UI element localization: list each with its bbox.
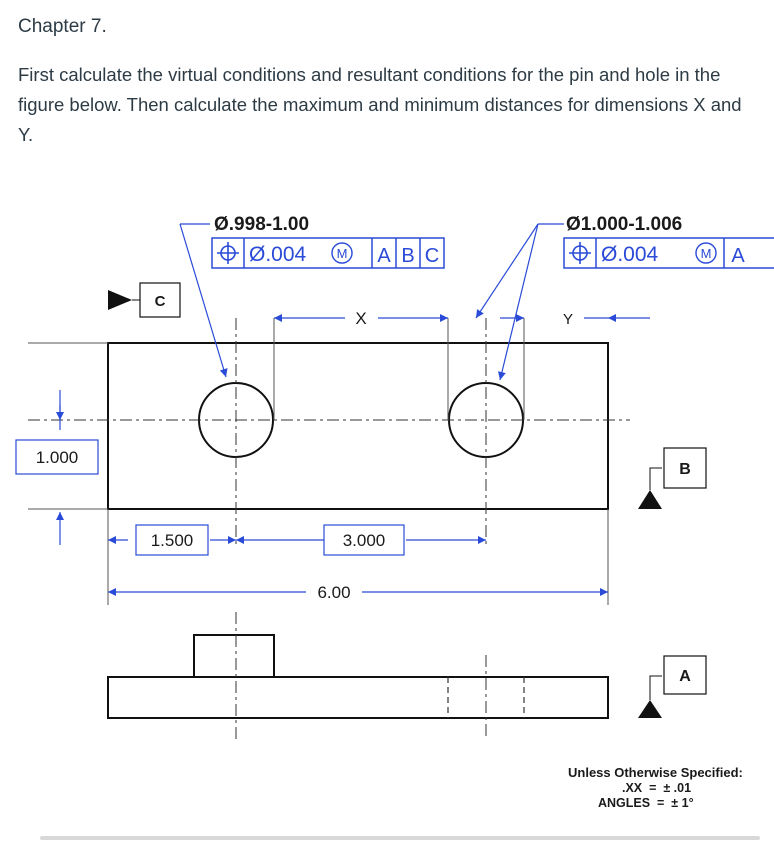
horizontal-scrollbar[interactable] bbox=[40, 836, 760, 840]
svg-text:M: M bbox=[337, 246, 348, 261]
hole-fcf-tolerance: Ø.004 bbox=[601, 243, 659, 266]
pin-fcf-datum-c: C bbox=[425, 245, 439, 267]
hole-size-label: Ø1.000-1.006 bbox=[566, 214, 682, 235]
part-side-view bbox=[107, 676, 609, 719]
mmc-modifier-icon: M bbox=[695, 242, 717, 264]
datum-a-label: A bbox=[679, 668, 691, 685]
hole-hidden-lines bbox=[447, 677, 525, 718]
part-front-view bbox=[107, 342, 609, 510]
dim-height-box bbox=[15, 439, 99, 475]
hole-fcf-datum-a: A bbox=[731, 245, 745, 267]
notes-angles: ANGLES = ± 1° bbox=[598, 796, 694, 810]
notes-xx: .XX = ± .01 bbox=[622, 781, 691, 795]
datum-c-label: C bbox=[155, 293, 166, 310]
pin-size-label: Ø.998-1.00 bbox=[214, 214, 309, 235]
datum-b-triangle bbox=[638, 490, 662, 509]
pin-side-view bbox=[193, 634, 275, 678]
datum-c-triangle bbox=[108, 290, 132, 310]
dim-x-label: X bbox=[355, 309, 366, 328]
centerlines bbox=[28, 318, 630, 545]
dim-left-box bbox=[135, 524, 209, 556]
svg-text:M: M bbox=[701, 246, 712, 261]
dim-center-box bbox=[323, 524, 405, 556]
dim-total-label: 6.00 bbox=[317, 583, 350, 602]
dim-y-label: Y bbox=[563, 311, 573, 328]
pin-fcf-datum-b: B bbox=[401, 245, 414, 267]
pin-fcf-datum-a: A bbox=[377, 245, 391, 267]
side-view-centerlines bbox=[235, 612, 487, 740]
datum-b-box bbox=[663, 447, 707, 489]
hole-feature-control-frame: Ø.004 M A bbox=[563, 237, 774, 269]
mmc-modifier-icon: M bbox=[331, 242, 353, 264]
instructions-text: First calculate the virtual conditions a… bbox=[18, 64, 742, 145]
datum-a-triangle bbox=[638, 700, 662, 718]
pin-fcf-tolerance: Ø.004 bbox=[249, 243, 307, 266]
extension-lines bbox=[28, 318, 609, 605]
pin-feature-control-frame: Ø.004 M A B C bbox=[211, 237, 445, 269]
notes-title: Unless Otherwise Specified: bbox=[568, 765, 743, 780]
chapter-title: Chapter 7. bbox=[18, 16, 107, 37]
position-icon bbox=[217, 242, 239, 264]
datum-a-box bbox=[663, 655, 707, 695]
datum-c-box bbox=[139, 282, 181, 318]
dim-center-label: 3.000 bbox=[343, 531, 386, 550]
dim-height-label: 1.000 bbox=[36, 448, 79, 467]
dim-left-label: 1.500 bbox=[151, 531, 194, 550]
datum-b-label: B bbox=[679, 461, 691, 478]
position-icon bbox=[569, 242, 591, 264]
dimension-lines bbox=[56, 223, 650, 596]
